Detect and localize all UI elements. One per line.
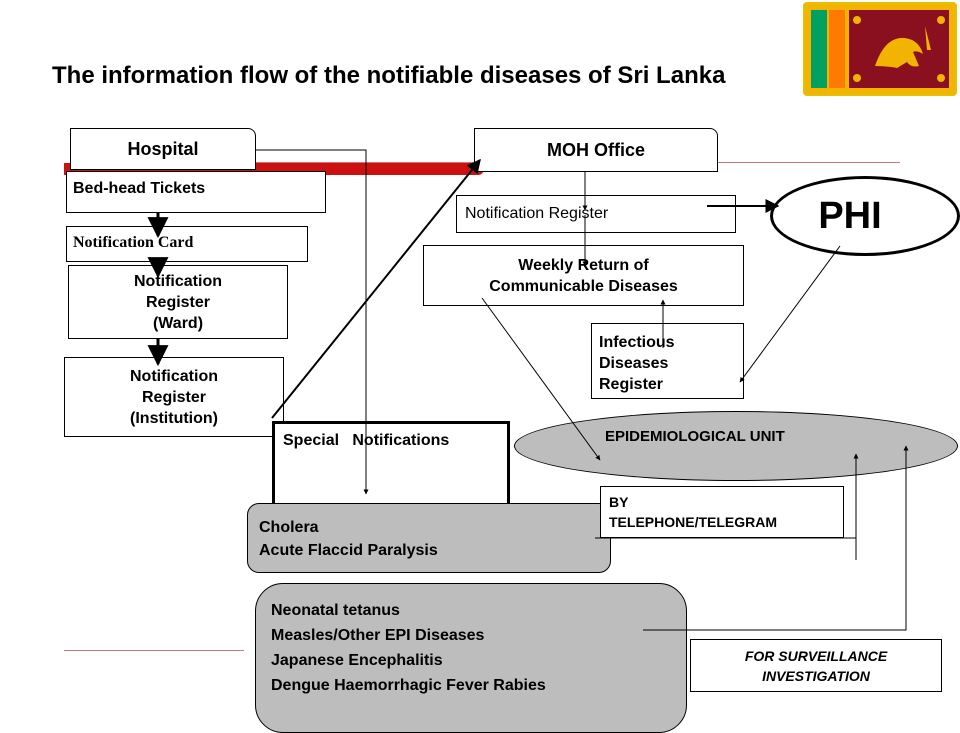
infectious-diseases-register-box: Infectious Diseases Register xyxy=(591,323,744,399)
moh-office-header: MOH Office xyxy=(474,128,718,172)
by-telephone-telegram-box: BY TELEPHONE/TELEGRAM xyxy=(600,486,844,538)
notification-register-institution-box: Notification Register (Institution) xyxy=(64,357,284,437)
epidemiological-unit-label: EPIDEMIOLOGICAL UNIT xyxy=(605,428,785,445)
moh-notification-register-box: Notification Register xyxy=(456,195,736,233)
weekly-return-box: Weekly Return of Communicable Diseases xyxy=(423,245,744,306)
hospital-header: Hospital xyxy=(70,128,256,170)
notification-register-ward-box: Notification Register (Ward) xyxy=(68,265,288,339)
notification-card-box: Notification Card xyxy=(66,226,308,262)
phi-ellipse: PHI xyxy=(770,176,960,256)
epidemiological-unit-ellipse xyxy=(514,411,958,481)
sri-lanka-flag-icon xyxy=(803,2,957,96)
surveillance-investigation-box: FOR SURVEILLANCE INVESTIGATION xyxy=(690,639,942,692)
page-title: The information flow of the notifiable d… xyxy=(52,62,726,89)
bed-head-tickets-box: Bed-head Tickets xyxy=(66,171,326,213)
arrow-telephone-to-epi xyxy=(595,537,857,560)
cholera-afp-group: Cholera Acute Flaccid Paralysis xyxy=(247,503,611,573)
epi-diseases-group: Neonatal tetanus Measles/Other EPI Disea… xyxy=(255,583,687,733)
arrow-phi-to-infectious xyxy=(739,245,841,383)
bottom-rule xyxy=(64,650,244,651)
phi-label: PHI xyxy=(818,194,882,237)
